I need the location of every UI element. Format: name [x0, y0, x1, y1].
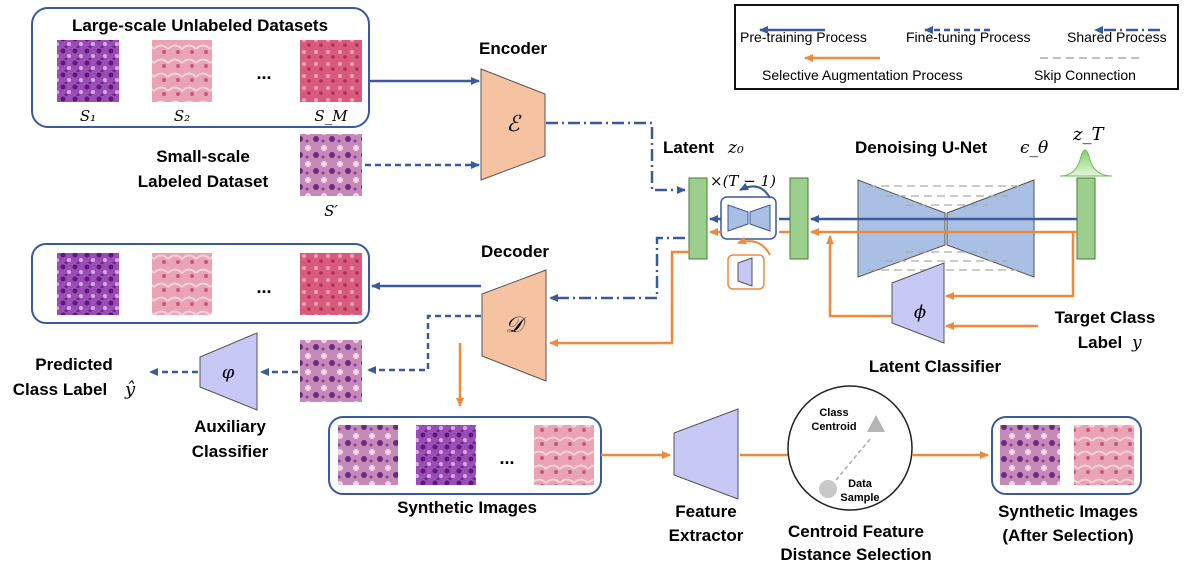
latent-zt-block	[1076, 177, 1096, 260]
zt-symbol: z_T	[1072, 124, 1105, 145]
target-label-symbol: y	[1131, 333, 1142, 353]
unet-symbol: ϵ_θ	[1020, 138, 1048, 158]
selected-title-1: Synthetic Images	[998, 502, 1138, 521]
synthetic-title: Synthetic Images	[397, 498, 537, 517]
class-centroid-label-2: Centroid	[811, 421, 856, 433]
legend-selective-label: Selective Augmentation Process	[762, 67, 963, 83]
predicted-label-line2: Class Label	[13, 380, 108, 399]
latent-label: Latent	[663, 138, 714, 157]
arrow-latent-to-decoder	[549, 236, 685, 302]
target-label-line2: Label	[1078, 333, 1122, 352]
class-centroid-label-1: Class	[819, 407, 848, 419]
legend-box	[734, 4, 1179, 90]
mini-classifier-loop-arrow	[737, 236, 771, 256]
encoder-block	[480, 68, 546, 181]
encoder-symbol: ℰ	[506, 112, 522, 137]
latent-symbol: z₀	[727, 138, 744, 158]
arrow-encoder-to-latent	[546, 121, 686, 194]
synthetic-image-n	[534, 425, 594, 485]
recon-image-2	[152, 253, 212, 315]
data-sample-label-2: Sample	[840, 492, 879, 504]
label-s2: S₂	[174, 107, 190, 125]
arrow-orange-latent-to-decoder	[549, 250, 689, 347]
label-s1: S₁	[80, 107, 96, 125]
auxiliary-title-2: Classifier	[192, 442, 269, 461]
predicted-label-line1: Predicted	[35, 355, 112, 374]
legend-finetuning-label: Fine-tuning Process	[906, 29, 1031, 45]
latent-intermediate-block	[789, 177, 809, 260]
arrow-decoder-to-finetune	[367, 314, 481, 374]
legend-shared-label: Shared Process	[1067, 29, 1167, 45]
unet-encoder-block	[857, 179, 946, 278]
arrow-classifier-to-unet	[826, 235, 892, 318]
feature-extractor-block	[673, 408, 739, 500]
small-dataset-title-1: Small-scale	[156, 147, 250, 166]
recon-image-1	[57, 253, 119, 315]
histology-image-sm	[300, 40, 362, 102]
small-dataset-title-2: Labeled Dataset	[138, 172, 269, 191]
target-label-line1: Target Class	[1055, 308, 1156, 327]
centroid-selection-circle	[787, 385, 913, 511]
selected-title-2: (After Selection)	[1002, 526, 1133, 545]
decoder-symbol: 𝒟	[505, 313, 527, 338]
encoder-title: Encoder	[479, 39, 547, 58]
recon-ellipsis: ...	[256, 277, 271, 297]
centroid-title-1: Centroid Feature	[788, 522, 924, 541]
histology-image-s-prime	[300, 134, 362, 196]
auxiliary-title-1: Auxiliary	[194, 417, 266, 436]
predicted-label-symbol: ŷ	[124, 379, 136, 400]
data-sample-icon	[819, 480, 837, 498]
data-sample-label-1: Data	[848, 478, 873, 490]
unet-label: Denoising U-Net	[855, 138, 988, 157]
unet-repeat-label: ×(T − 1)	[710, 172, 776, 190]
label-sm: S_M	[314, 107, 348, 125]
large-dataset-ellipsis: ...	[256, 63, 271, 83]
selected-image-2	[1074, 425, 1134, 485]
feature-extractor-title-2: Extractor	[669, 526, 744, 545]
decoder-title: Decoder	[481, 242, 549, 261]
mini-unet-encoder	[727, 204, 749, 232]
recon-image-s-prime	[300, 340, 362, 402]
auxiliary-classifier-symbol: φ	[222, 362, 235, 383]
selected-image-1	[1000, 425, 1060, 485]
histology-image-s2	[152, 40, 212, 102]
synthetic-ellipsis: ...	[499, 448, 514, 468]
mini-classifier	[737, 257, 753, 287]
legend-skip-label: Skip Connection	[1034, 67, 1136, 83]
mini-unet-loop-arrow	[739, 182, 771, 199]
class-centroid-icon	[867, 415, 885, 432]
histology-image-s1	[57, 40, 119, 102]
recon-image-m	[300, 253, 362, 315]
distance-line	[835, 437, 872, 481]
gaussian-noise-icon	[1059, 149, 1113, 177]
latent-z0-block	[688, 177, 708, 260]
label-s-prime: S′	[324, 202, 338, 220]
latent-classifier-symbol: ϕ	[914, 302, 926, 323]
mini-unet-decoder	[749, 204, 771, 232]
centroid-title-2: Distance Selection	[780, 545, 931, 563]
synthetic-image-1	[338, 425, 398, 485]
synthetic-image-2	[416, 425, 476, 485]
latent-classifier-title: Latent Classifier	[869, 357, 1002, 376]
legend-pretraining-label: Pre-training Process	[740, 29, 867, 45]
large-dataset-title: Large-scale Unlabeled Datasets	[72, 16, 328, 35]
decoder-block	[481, 269, 547, 382]
arrow-zt-to-classifier	[945, 232, 1075, 300]
auxiliary-classifier-block	[199, 332, 258, 411]
unet-decoder-block	[946, 179, 1035, 278]
feature-extractor-title-1: Feature	[675, 502, 736, 521]
latent-classifier-block	[891, 262, 945, 344]
